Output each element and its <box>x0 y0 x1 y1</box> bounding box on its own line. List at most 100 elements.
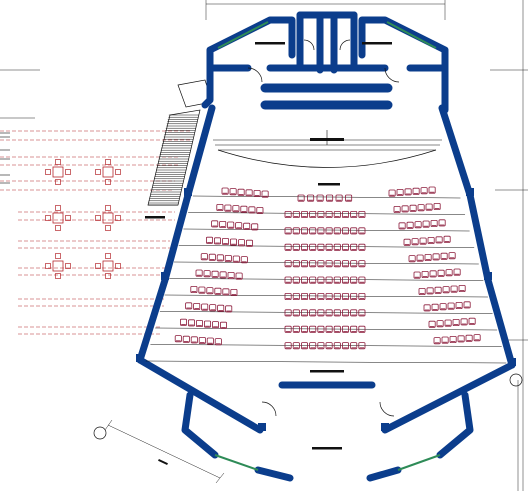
seat <box>333 276 341 284</box>
chair <box>105 273 111 279</box>
chair <box>55 225 61 231</box>
seat <box>427 236 435 244</box>
seat <box>292 309 300 317</box>
seat <box>235 272 243 280</box>
seat <box>317 243 325 251</box>
seat <box>216 203 224 211</box>
table <box>52 212 64 224</box>
chair <box>55 159 61 165</box>
seat <box>420 187 428 195</box>
seat <box>438 219 446 227</box>
chair <box>105 159 111 165</box>
chair <box>55 179 61 185</box>
room-markers <box>145 42 392 450</box>
seat <box>452 318 460 326</box>
seat <box>350 243 358 251</box>
seat <box>300 276 308 284</box>
seat <box>449 335 457 343</box>
left-dim-ticks <box>0 132 10 184</box>
chair <box>105 225 111 231</box>
chair <box>105 205 111 211</box>
seat <box>448 252 456 260</box>
seat <box>245 239 253 247</box>
table <box>52 166 64 178</box>
seat <box>248 206 256 214</box>
seat <box>316 194 324 202</box>
seat <box>341 243 349 251</box>
seat <box>261 190 269 198</box>
seat <box>325 309 333 317</box>
seat <box>442 286 450 294</box>
seat <box>325 342 333 350</box>
seat <box>460 318 468 326</box>
seat <box>292 276 300 284</box>
seat <box>417 204 425 212</box>
seat <box>333 227 341 235</box>
seat <box>309 325 317 333</box>
seat <box>388 189 396 197</box>
table-with-chairs <box>95 205 121 231</box>
chair <box>115 215 121 221</box>
seat <box>358 325 366 333</box>
seat <box>237 188 245 196</box>
seat <box>325 227 333 235</box>
glazing <box>214 21 441 471</box>
seat <box>341 210 349 218</box>
seat <box>401 205 409 213</box>
seat <box>421 270 429 278</box>
seat <box>235 222 243 230</box>
seat <box>455 301 463 309</box>
seat <box>458 284 466 292</box>
seat <box>185 302 193 310</box>
seat <box>240 205 248 213</box>
seat <box>393 205 401 213</box>
auditorium-seating <box>174 186 481 350</box>
seat <box>200 253 208 261</box>
row-line <box>188 212 466 215</box>
seat <box>187 319 195 327</box>
seat <box>251 223 259 231</box>
seat <box>300 325 308 333</box>
seat <box>412 187 420 195</box>
seat <box>350 325 358 333</box>
table <box>102 260 114 272</box>
seat <box>284 276 292 284</box>
seat <box>358 210 366 218</box>
chair <box>105 179 111 185</box>
seat <box>214 338 222 346</box>
seat <box>465 334 473 342</box>
seat <box>429 270 437 278</box>
chair <box>45 215 51 221</box>
seat <box>317 260 325 268</box>
seat <box>190 285 198 293</box>
seat <box>174 335 182 343</box>
seat <box>198 336 206 344</box>
seat <box>201 303 209 311</box>
seat <box>341 325 349 333</box>
chair <box>115 169 121 175</box>
table-with-chairs <box>45 159 71 185</box>
chair <box>45 169 51 175</box>
seat <box>300 243 308 251</box>
table-with-chairs <box>95 159 121 185</box>
seat <box>441 336 449 344</box>
seat <box>317 292 325 300</box>
seat <box>190 336 198 344</box>
table <box>102 166 114 178</box>
seat <box>325 276 333 284</box>
seat <box>317 227 325 235</box>
seat <box>325 210 333 218</box>
seat <box>193 302 201 310</box>
seat <box>309 292 317 300</box>
seat <box>440 252 448 260</box>
seat <box>232 255 240 263</box>
seat <box>195 269 203 277</box>
seat <box>473 334 481 342</box>
seat <box>300 210 308 218</box>
seat <box>341 342 349 350</box>
seat <box>232 205 240 213</box>
seat <box>325 260 333 268</box>
seat <box>206 287 214 295</box>
